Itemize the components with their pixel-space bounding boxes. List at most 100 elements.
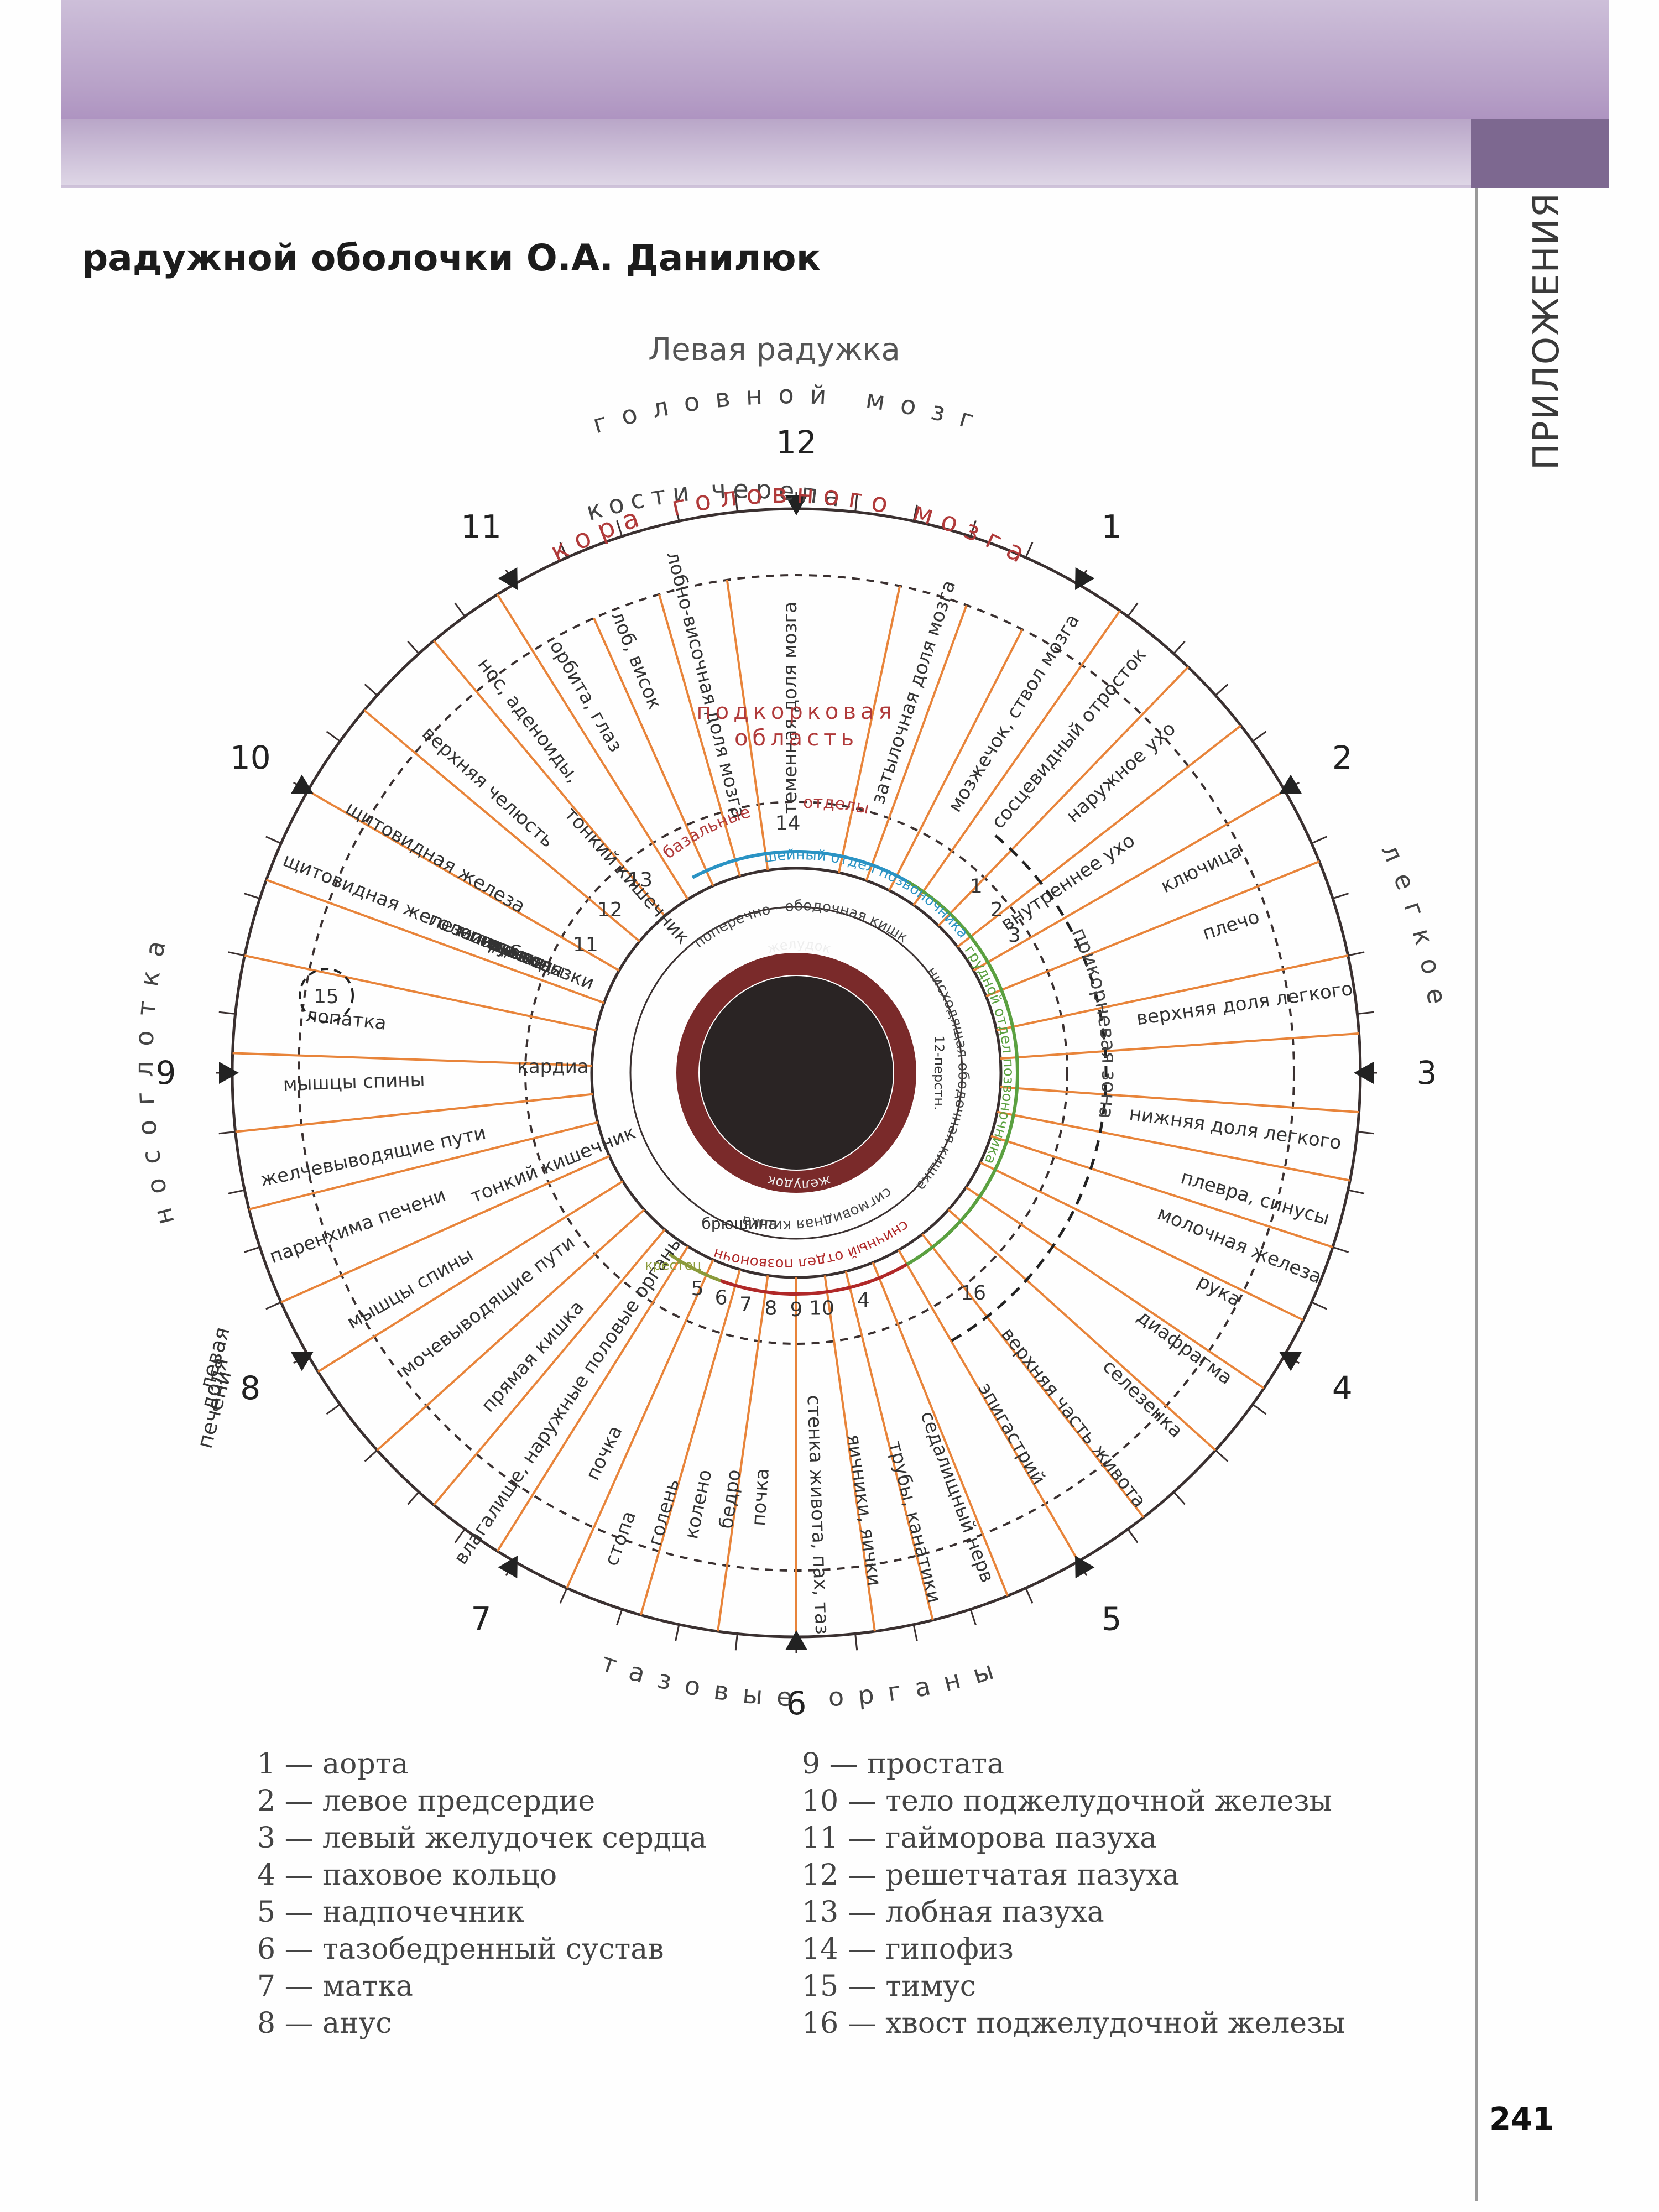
svg-text:6: 6 [715,1286,728,1309]
legend-item: 13 — лобная пазуха [802,1896,1104,1929]
small-number: 6 [715,1286,728,1309]
clock-number: 12 [776,424,817,461]
svg-text:4: 4 [857,1289,870,1312]
sacrum-label: крестец [645,1258,702,1273]
small-number: 9 [790,1298,803,1321]
tick-mark [265,836,281,844]
small-number: 10 [809,1297,834,1320]
tick-mark [1127,602,1139,617]
sector-ray [593,617,714,886]
clock-number: 6 [786,1684,807,1722]
sector-ray [432,1229,666,1506]
legend-item: 2 — левое предсердие [257,1785,596,1818]
pupil [700,976,893,1170]
sector-ray [235,1093,593,1133]
svg-text:9: 9 [790,1298,803,1321]
clock-marker-triangle [1279,774,1302,795]
sector-rays [232,580,1359,1637]
sector-label: верхняя доля легкого [1135,978,1354,1030]
tick-mark [559,542,568,558]
tick-mark [912,504,918,521]
small-number: 14 [775,812,801,834]
sector-ray [888,629,1024,891]
peritoneum-label: брюшина [701,1214,778,1233]
tick-mark [1252,731,1267,742]
legend-item: 7 — матка [257,1970,413,2003]
tick-mark [228,951,245,957]
sector-ray [973,790,1286,972]
small-number: 7 [739,1293,752,1316]
tick-mark [559,1588,568,1604]
tick-mark [854,495,858,512]
svg-text:15: 15 [314,985,339,1008]
page-number: 241 [1489,2101,1554,2137]
sector-ray [979,1161,1304,1321]
sector-ray [232,1052,592,1067]
sector-ray [823,1275,876,1632]
sector-ray [658,594,741,877]
legend-item: 6 — тазобедренный сустав [257,1933,664,1966]
sector-ray [1000,1086,1359,1114]
page-title: радужной оболочки О.А. Данилюк [82,237,821,279]
sector-label: нижняя доля легкого [1128,1103,1343,1154]
stomach-ring [676,953,916,1193]
legend-item: 12 — решетчатая пазуха [802,1859,1180,1892]
sector-label: внутреннее ухо [997,830,1139,935]
tick-mark [1332,893,1349,900]
clock-marker-triangle [785,495,807,515]
svg-text:1: 1 [970,875,983,898]
sector-ray [844,1271,934,1621]
small-number: 13 [627,869,653,891]
sector-label: эпигастрий [974,1379,1050,1488]
small-number: 11 [573,933,598,956]
sector-label: рука [1193,1270,1244,1311]
legend-item: 11 — гайморова пазуха [802,1822,1157,1855]
sector-label: желчевыводящие пути [258,1122,488,1192]
sector-ray [496,593,689,900]
sector-ray [898,1249,1079,1562]
legend-item: 8 — анус [257,2007,392,2040]
legend-item: 3 — левый желудочек сердца [257,1822,707,1855]
tick-mark [218,1131,236,1135]
sector-ray [248,1121,598,1211]
clock-marker-triangle [498,1555,518,1579]
clock-marker-triangle [785,1630,807,1650]
sector-label: мышцы спины [283,1068,425,1095]
svg-text:11: 11 [573,933,598,956]
tick-mark [616,1609,623,1626]
tick-mark [1357,1131,1374,1135]
clock-marker-triangle [1075,1555,1095,1579]
svg-text:10: 10 [809,1297,834,1320]
clock-number: 8 [240,1369,260,1407]
legend-item: 14 — гипофиз [802,1933,1014,1966]
clock-marker-triangle [290,1352,314,1371]
side-rule [1475,188,1478,2201]
duodenum-label: 12-перстн. [931,1035,947,1110]
tick-mark [969,520,977,537]
sector-ray [432,640,666,917]
clock-number: 5 [1102,1600,1122,1637]
svg-text:13: 13 [627,869,653,891]
sector-ray [1000,1032,1359,1060]
root-zone-label: прикорневая зона [1067,925,1120,1120]
tick-mark [734,495,738,512]
sector-ray [872,1262,1009,1597]
legend-item: 15 — тимус [802,1970,976,2003]
tick-mark [1357,1011,1374,1015]
outer-label-right: легкое [1375,839,1454,1020]
legend-item: 1 — аорта [257,1747,409,1781]
sector-ray [990,1135,1333,1249]
tick-mark [1025,542,1034,558]
subcortex-label: подкорковая [696,699,896,724]
sacrum-arc [668,1253,722,1282]
sector-ray [363,709,640,942]
sector-ray [726,580,769,870]
legend-item: 5 — надпочечник [257,1896,525,1929]
tick-mark [734,1634,738,1651]
legend-item: 10 — тело поджелудочной железы [802,1785,1332,1818]
sector-ray [639,1269,741,1616]
tick-mark [243,1246,260,1253]
zone-arcs [668,834,1108,1343]
